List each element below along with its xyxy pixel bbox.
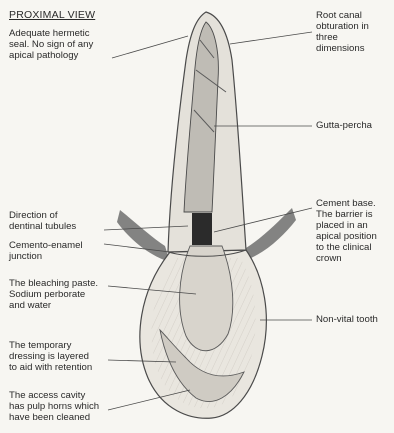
label-dentinal-tubules: Direction of dentinal tubules — [9, 210, 76, 232]
label-bleaching-paste: The bleaching paste. Sodium perborate an… — [9, 278, 98, 311]
bleaching-paste-chamber — [180, 246, 233, 351]
label-non-vital-tooth: Non-vital tooth — [316, 314, 378, 325]
label-temporary-dressing: The temporary dressing is layered to aid… — [9, 340, 92, 373]
label-cemento-enamel-junction: Cemento-enamel junction — [9, 240, 83, 262]
figure-title: PROXIMAL VIEW — [9, 9, 95, 21]
label-adequate-seal: Adequate hermetic seal. No sign of any a… — [9, 28, 93, 61]
label-access-cavity: The access cavity has pulp horns which h… — [9, 390, 99, 423]
label-cement-base: Cement base. The barrier is placed in an… — [316, 198, 377, 264]
cement-base-barrier — [192, 213, 212, 245]
label-root-canal-obturation: Root canal obturation in three dimension… — [316, 10, 369, 54]
gum-tissue-left — [117, 210, 170, 262]
label-gutta-percha: Gutta-percha — [316, 120, 372, 131]
